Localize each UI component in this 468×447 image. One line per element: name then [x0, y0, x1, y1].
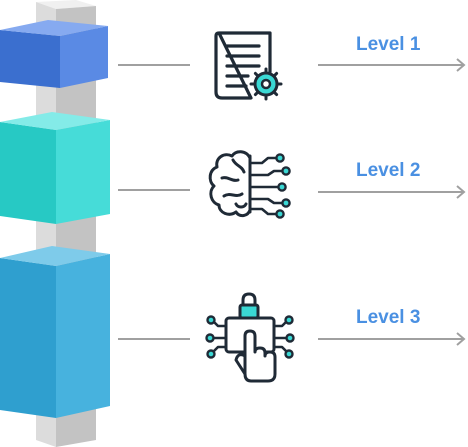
stack-block-level-1	[0, 20, 108, 88]
level-label-1: Level 1	[356, 34, 421, 55]
arrow-level-2	[318, 185, 466, 199]
arrow-level-1	[318, 58, 466, 72]
hand-touch-lock-icon	[205, 292, 295, 383]
level-label-3: Level 3	[356, 307, 420, 328]
level-label-2: Level 2	[356, 160, 420, 181]
brain-circuit-icon	[208, 150, 291, 219]
document-gear-icon	[214, 31, 283, 101]
stack-block-level-2	[0, 112, 110, 224]
stack-block-level-3	[0, 246, 110, 418]
arrow-level-3	[318, 332, 466, 346]
